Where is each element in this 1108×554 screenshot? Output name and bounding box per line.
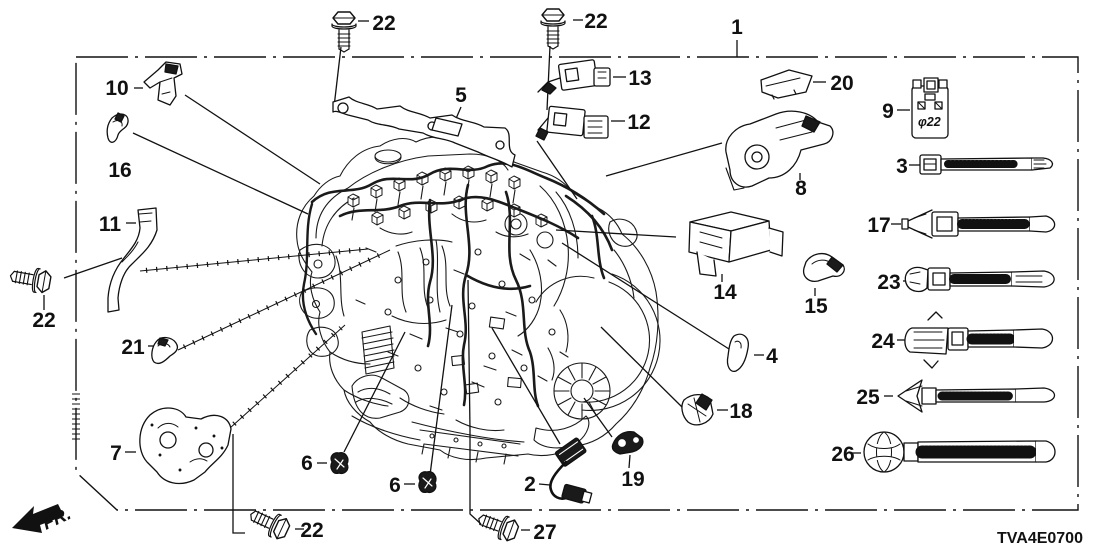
part-6-clamp-b-icon[interactable] bbox=[418, 471, 437, 494]
callout-5[interactable]: 5 bbox=[455, 84, 467, 107]
callout-11[interactable]: 11 bbox=[99, 213, 122, 236]
front-direction-label: FR. bbox=[39, 503, 74, 533]
callout-7[interactable]: 7 bbox=[110, 442, 122, 465]
part-8-icon[interactable] bbox=[725, 110, 834, 191]
callout-18[interactable]: 18 bbox=[729, 400, 753, 423]
callout-22-top-right[interactable]: 22 bbox=[584, 10, 607, 33]
part-18-icon[interactable] bbox=[681, 393, 714, 426]
callout-3[interactable]: 3 bbox=[896, 155, 908, 178]
connector-size-label: φ22 bbox=[918, 115, 941, 129]
part-2-icon[interactable] bbox=[549, 437, 593, 504]
callout-10[interactable]: 10 bbox=[105, 77, 128, 100]
part-17-cable-tie-icon[interactable] bbox=[901, 209, 1056, 239]
part-21-icon[interactable] bbox=[151, 336, 179, 365]
part-12-icon[interactable] bbox=[535, 105, 609, 141]
front-direction-indicator: FR. bbox=[12, 503, 74, 534]
part-23-cable-tie-icon[interactable] bbox=[904, 266, 1055, 293]
part-19-icon[interactable] bbox=[611, 430, 644, 455]
diagram-code: TVA4E0700 bbox=[997, 530, 1083, 547]
leader-lines bbox=[43, 19, 920, 534]
harness-boundary-outline bbox=[75, 56, 1079, 511]
part-14-icon[interactable] bbox=[688, 211, 784, 277]
callout-22-top-left[interactable]: 22 bbox=[372, 12, 395, 35]
callout-22-left[interactable]: 22 bbox=[32, 309, 55, 332]
harness-branch-lines bbox=[139, 247, 391, 429]
callout-27[interactable]: 27 bbox=[533, 521, 556, 544]
boundary-hatch-ticks bbox=[72, 393, 80, 440]
callout-6-right[interactable]: 6 bbox=[389, 474, 401, 497]
engine-illustration bbox=[296, 136, 661, 465]
part-5-icon[interactable] bbox=[332, 96, 516, 168]
callout-24[interactable]: 24 bbox=[871, 330, 895, 353]
callout-15[interactable]: 15 bbox=[804, 295, 828, 318]
callout-26[interactable]: 26 bbox=[831, 443, 854, 466]
part-25-cable-tie-icon[interactable] bbox=[897, 379, 1056, 413]
part-9-connector-icon[interactable] bbox=[911, 77, 949, 139]
callout-21[interactable]: 21 bbox=[121, 336, 145, 359]
part-22-bolt-top-left-icon[interactable] bbox=[331, 11, 357, 53]
callout-6-left[interactable]: 6 bbox=[301, 452, 313, 475]
part-10-icon[interactable] bbox=[143, 61, 183, 106]
callout-16[interactable]: 16 bbox=[108, 159, 131, 182]
part-4-icon[interactable] bbox=[726, 333, 749, 372]
callout-9[interactable]: 9 bbox=[882, 100, 894, 123]
part-26-cable-tie-icon[interactable] bbox=[863, 431, 1056, 473]
callout-4[interactable]: 4 bbox=[766, 345, 778, 368]
callout-20[interactable]: 20 bbox=[830, 72, 853, 95]
part-24-cable-tie-icon[interactable] bbox=[904, 311, 1054, 369]
part-7-icon[interactable] bbox=[139, 407, 232, 485]
part-15-icon[interactable] bbox=[802, 252, 845, 282]
part-11-icon[interactable] bbox=[107, 207, 158, 313]
part-22-bolt-top-right-icon[interactable] bbox=[540, 8, 566, 50]
callout-14[interactable]: 14 bbox=[713, 281, 737, 304]
part-22-bolt-bottom-icon[interactable] bbox=[245, 502, 293, 543]
callout-19[interactable]: 19 bbox=[621, 468, 644, 491]
part-27-bolt-icon[interactable] bbox=[474, 506, 522, 545]
callout-12[interactable]: 12 bbox=[627, 111, 650, 134]
part-13-icon[interactable] bbox=[537, 59, 611, 95]
callout-8[interactable]: 8 bbox=[795, 177, 807, 200]
callout-2[interactable]: 2 bbox=[524, 473, 536, 496]
part-6-clamp-a-icon[interactable] bbox=[330, 452, 349, 475]
callout-22-bottom[interactable]: 22 bbox=[300, 519, 323, 542]
part-20-icon[interactable] bbox=[760, 69, 813, 100]
part-22-bolt-left-icon[interactable] bbox=[7, 263, 53, 296]
callout-1[interactable]: 1 bbox=[731, 16, 743, 39]
part-3-cable-tie-icon[interactable] bbox=[919, 154, 1054, 175]
part-16-icon[interactable] bbox=[106, 112, 129, 143]
callout-17[interactable]: 17 bbox=[867, 214, 890, 237]
callout-25[interactable]: 25 bbox=[856, 386, 880, 409]
callout-23[interactable]: 23 bbox=[877, 271, 900, 294]
callout-13[interactable]: 13 bbox=[628, 67, 651, 90]
